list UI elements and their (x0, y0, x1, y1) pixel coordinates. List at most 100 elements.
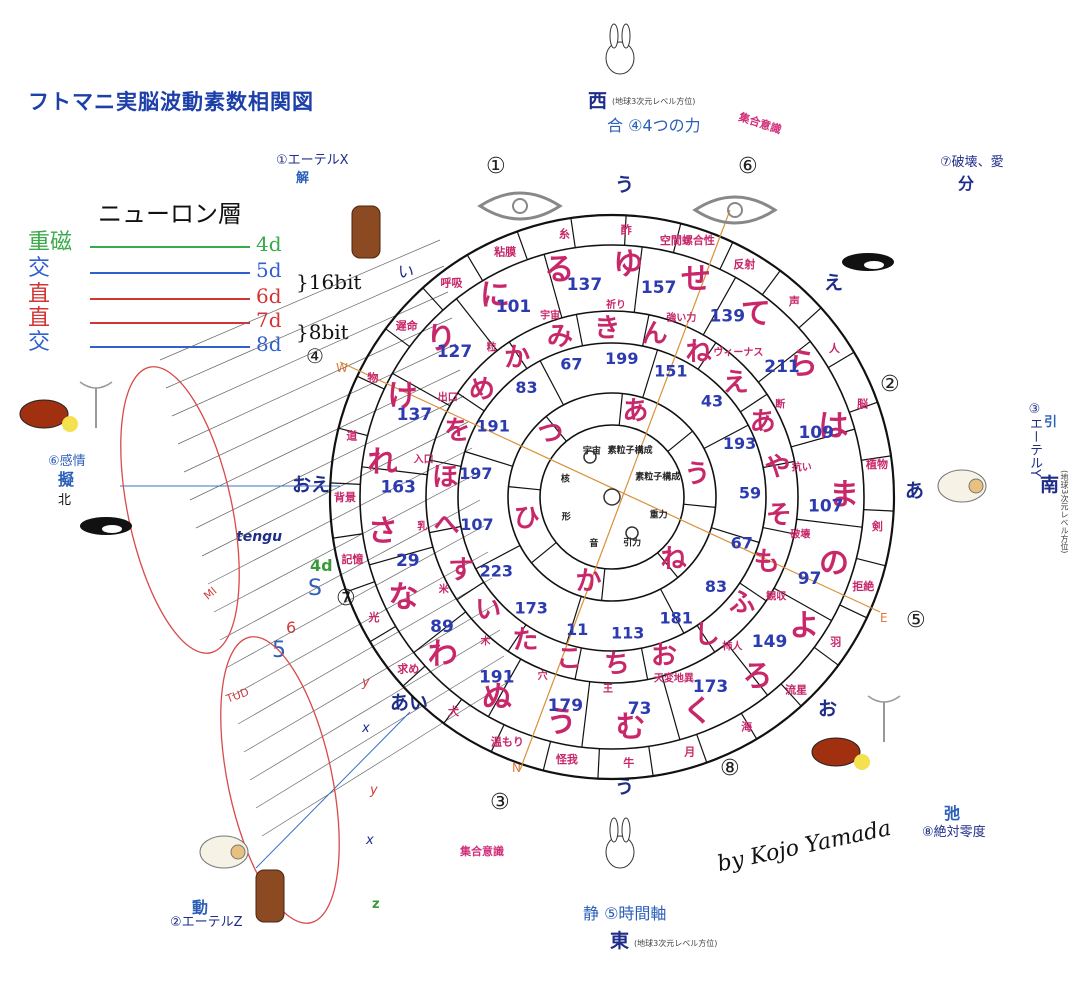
leader-line (219, 499, 481, 641)
outer-ring-kana: ぬ (482, 680, 512, 715)
middle-ring-kana: も (754, 547, 780, 577)
sheep-icon (199, 835, 249, 869)
absolute-kanji: 弛 (944, 804, 961, 823)
inner-ring-kana: ひ (514, 504, 540, 534)
middle-ring-number: 43 (701, 391, 723, 410)
neuron-row-dimension: 5d (256, 258, 282, 282)
circled-number-5: ⑤ (906, 608, 926, 633)
outer-divider (487, 658, 522, 717)
sheep-icon (937, 469, 987, 503)
middle-ring-kana: す (448, 556, 474, 586)
outer-ring-kana: け (387, 379, 417, 414)
ether-y-kanji: 引 (1044, 415, 1058, 430)
collective-bottom-label: 集合意識 (460, 845, 504, 858)
edge-kana-left: おえ (292, 474, 331, 496)
west-note: (地球3次元レベル方位) (612, 97, 696, 106)
n-label: N (512, 761, 521, 775)
middle-ring-label: 天変地異 (654, 672, 694, 685)
middle-ring-kana: ね (686, 338, 712, 368)
middle-ring-kana: こ (556, 644, 582, 674)
middle-divider (574, 647, 582, 680)
outer-divider (672, 223, 682, 253)
outer-ring-kana: よ (789, 608, 819, 643)
outer-divider (761, 270, 781, 296)
middle-ring-number: 113 (611, 624, 644, 643)
neuron-header: ニューロン層 (98, 200, 242, 228)
middle-divider (475, 544, 521, 570)
leader-line (189, 369, 461, 501)
neuron-row-dimension: 4d (256, 232, 282, 256)
hydra-icon (867, 695, 901, 703)
outer-ring-label: 温もり (491, 735, 524, 749)
middle-ring-number: 199 (605, 349, 638, 368)
orca-icon (102, 525, 122, 533)
wheel-ring (425, 310, 799, 684)
outer-ring-number: 109 (798, 423, 834, 443)
rabbit-icon (609, 23, 619, 49)
outer-ring-label: 遅命 (396, 318, 419, 332)
inner-divider (508, 486, 541, 491)
rabbit-icon (621, 23, 631, 49)
outer-ring-kana: せ (681, 262, 711, 297)
middle-ring-number: 67 (560, 355, 582, 374)
middle-ring-number: 83 (705, 577, 727, 596)
bits8-label: }8bit (296, 320, 349, 344)
outer-divider (702, 277, 737, 336)
east-label: 東 (610, 930, 630, 952)
sheep-icon (230, 844, 246, 860)
eye-icon (727, 202, 743, 218)
rabbit-icon (621, 817, 631, 843)
middle-ring-label: ヴィーナス (713, 346, 763, 359)
outer-ring-label: 海 (741, 720, 752, 734)
outer-divider (856, 557, 886, 567)
outer-divider (516, 231, 528, 260)
wheel-rings (120, 209, 896, 924)
leader-line (237, 577, 493, 725)
middle-ring-label: 観収 (766, 589, 787, 602)
outer-divider (581, 681, 591, 748)
outer-divider (443, 698, 463, 724)
middle-divider (565, 596, 582, 645)
outer-ring-label: 声 (788, 294, 800, 308)
outer-ring-number: 73 (628, 699, 652, 719)
middle-ring-kana: あ (750, 407, 776, 437)
middle-ring-label: 抗い (792, 461, 812, 474)
outer-ring-kana: て (741, 296, 771, 331)
middle-ring-kana: た (512, 625, 538, 655)
outer-ring-kana: ろ (743, 659, 773, 694)
middle-ring-kana: そ (766, 501, 792, 531)
inner-ring-label: 素粒子構成 (608, 444, 653, 456)
outer-ring-label: 求め (397, 662, 419, 676)
inner-ring-kana: う (684, 459, 710, 489)
outer-ring-kana: わ (428, 637, 458, 672)
middle-divider (659, 588, 685, 634)
middle-ring-number: 59 (739, 484, 761, 503)
outer-divider (597, 748, 601, 779)
outer-ring-label: 光 (367, 610, 379, 624)
middle-divider (703, 424, 749, 450)
middle-ring-label: 断 (775, 397, 785, 410)
middle-ring-label: 宇宙 (540, 308, 560, 321)
inner-ring-label: 音 (589, 537, 598, 549)
middle-ring-label: 破壊 (790, 527, 811, 540)
decorations (19, 23, 987, 923)
north-label: 北 (58, 493, 72, 508)
outer-ring-number: 157 (641, 278, 677, 298)
middle-ring-number: 11 (566, 620, 588, 639)
rabbit-icon (609, 817, 619, 843)
neuron-row-line (90, 346, 250, 348)
wheel-ring (359, 244, 865, 750)
outer-divider (696, 734, 708, 763)
swirl-icon (625, 526, 639, 540)
outer-ring-label: 月 (683, 745, 695, 758)
outer-ring-kana: は (818, 409, 848, 444)
ether-z-axis-line (255, 711, 411, 869)
outer-divider (719, 241, 734, 270)
outer-ring-label: 背景 (334, 490, 356, 504)
leader-line (225, 525, 485, 669)
middle-divider (640, 648, 649, 680)
outer-ring-label: 牛 (623, 755, 634, 769)
outer-ring-label: 拒絶 (852, 579, 874, 593)
neuron-row-line (90, 246, 250, 248)
six-label: 6 (286, 618, 297, 637)
